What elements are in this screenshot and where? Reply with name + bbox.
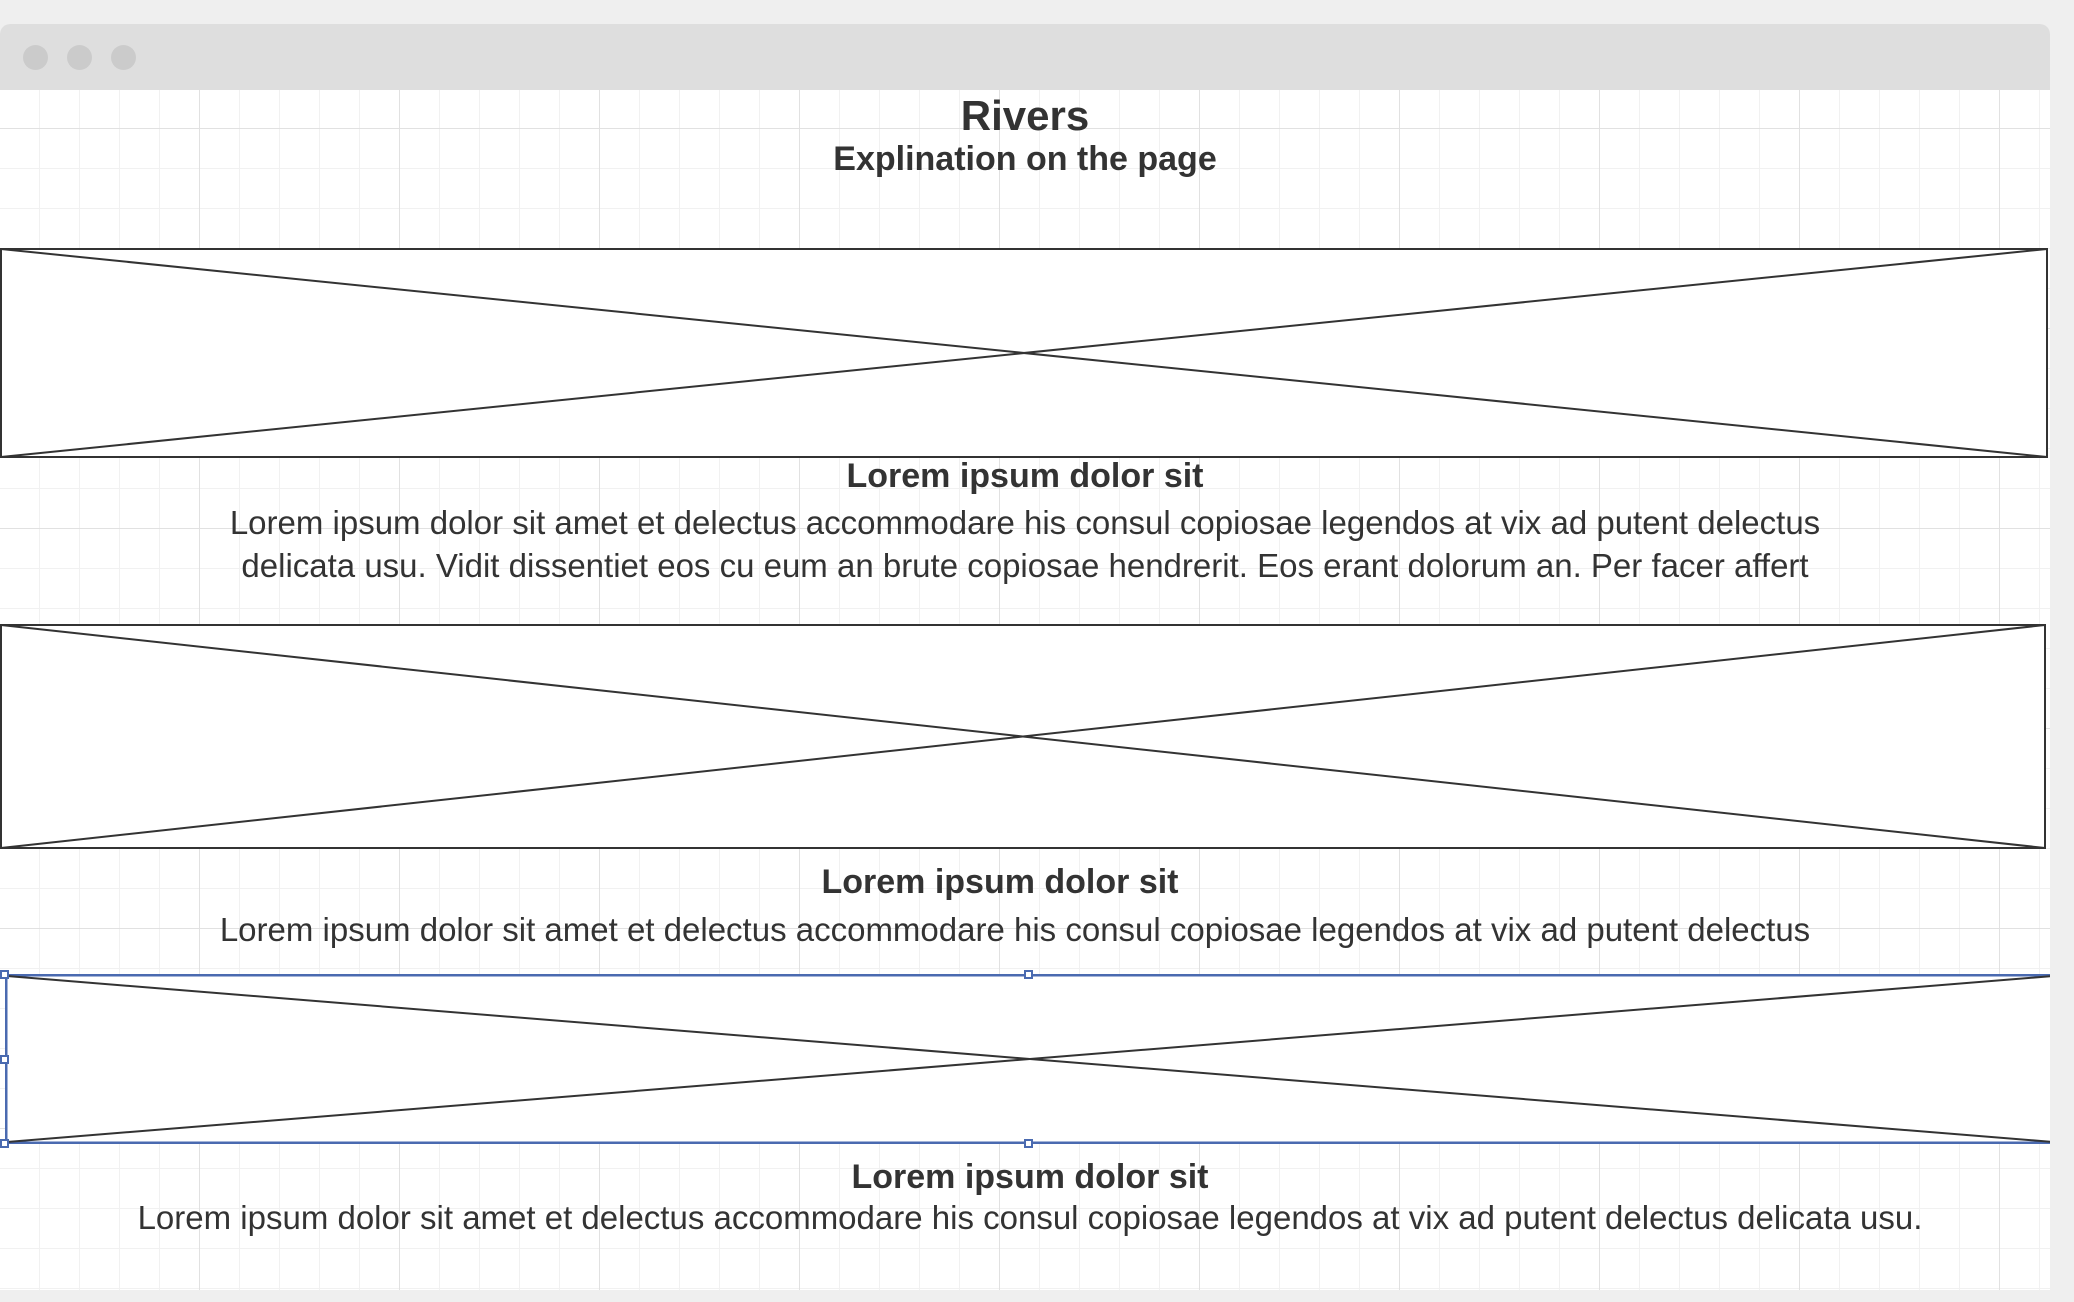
- page-title[interactable]: Rivers: [960, 92, 1090, 139]
- image-placeholder-1[interactable]: [0, 248, 2048, 458]
- window-titlebar: [0, 24, 2050, 90]
- section-heading-3[interactable]: Lorem ipsum dolor sit: [851, 1158, 1209, 1196]
- selection-handle-top[interactable]: [1024, 970, 1033, 979]
- section-body-3-line-1[interactable]: Lorem ipsum dolor sit amet et delectus a…: [137, 1199, 1923, 1236]
- section-body-1-line-2[interactable]: delicata usu. Vidit dissentiet eos cu eu…: [241, 547, 1809, 584]
- zoom-dot[interactable]: [111, 45, 136, 70]
- section-body-1-line-1[interactable]: Lorem ipsum dolor sit amet et delectus a…: [229, 504, 1821, 541]
- section-heading-1[interactable]: Lorem ipsum dolor sit: [846, 457, 1204, 495]
- image-placeholder-3[interactable]: [5, 974, 2050, 1144]
- minimize-dot[interactable]: [67, 45, 92, 70]
- section-heading-2[interactable]: Lorem ipsum dolor sit: [821, 863, 1179, 901]
- image-placeholder-2[interactable]: [0, 624, 2046, 849]
- selection-handle-bottom-left[interactable]: [0, 1139, 9, 1148]
- section-body-2-line-1[interactable]: Lorem ipsum dolor sit amet et delectus a…: [219, 911, 1811, 948]
- wireframe-canvas[interactable]: Rivers Explination on the page Lorem ips…: [0, 90, 2050, 1290]
- selection-handle-top-left[interactable]: [0, 970, 9, 979]
- page-subtitle[interactable]: Explination on the page: [833, 140, 1217, 178]
- close-dot[interactable]: [23, 45, 48, 70]
- selection-handle-bottom[interactable]: [1024, 1139, 1033, 1148]
- browser-window: Rivers Explination on the page Lorem ips…: [0, 24, 2050, 1290]
- selection-handle-left[interactable]: [0, 1055, 9, 1064]
